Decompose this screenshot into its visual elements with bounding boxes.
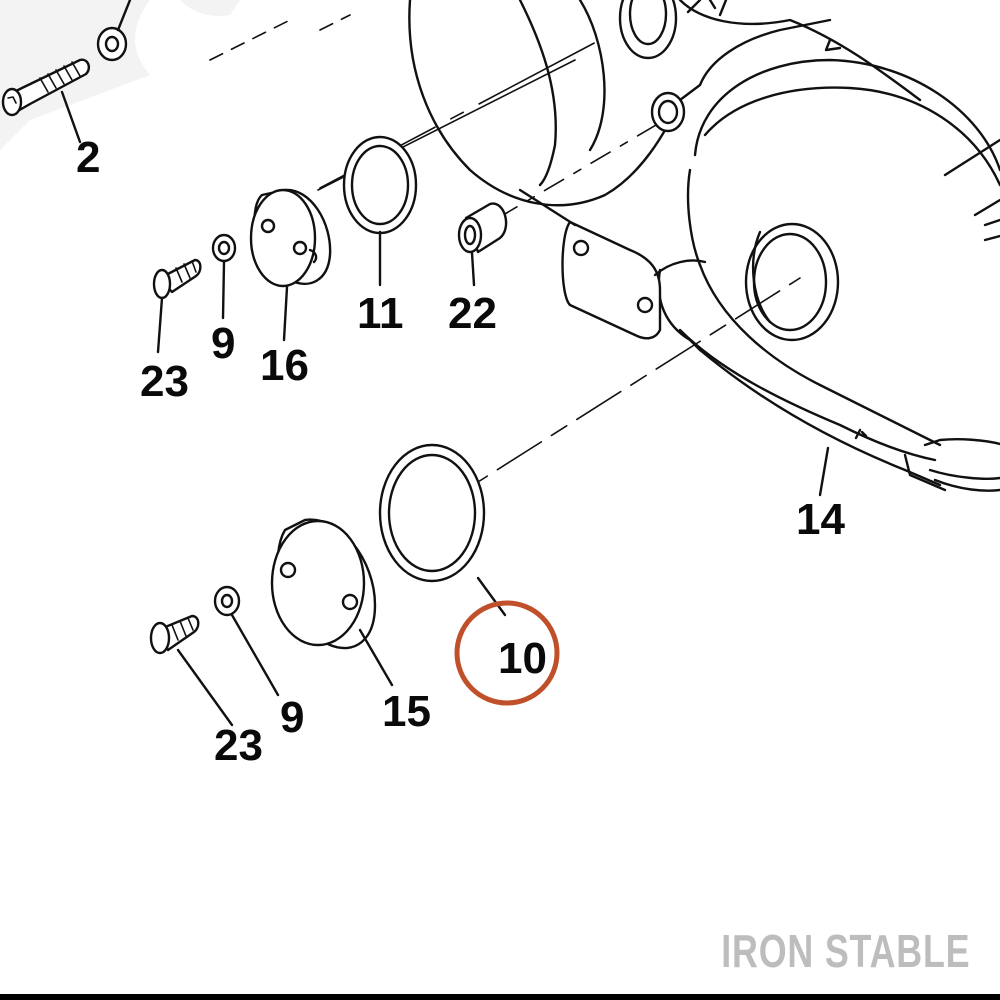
screw-part-23-lower [149,614,234,727]
label-part-16: 16 [260,341,309,390]
label-part-11: 11 [357,289,404,338]
oring-part-10 [378,443,507,617]
cap-part-16 [249,188,332,342]
bolt-part-2 [1,58,91,144]
dowel-part-22 [457,202,508,287]
label-part-23-upper: 23 [140,357,189,406]
washer-top-left [96,0,132,62]
cap-part-15 [270,518,394,687]
washer-part-9-lower [213,585,280,697]
label-part-9-upper: 9 [211,319,235,368]
label-part-10: 10 [498,634,547,683]
leader-part-14 [818,446,830,497]
label-part-23-lower: 23 [214,721,263,770]
label-part-9-lower: 9 [280,693,304,742]
label-part-15: 15 [382,687,431,736]
washer-part-9-upper [211,233,237,320]
label-part-14: 14 [796,495,845,544]
label-part-2: 2 [76,133,100,182]
washer-on-cover [650,91,686,133]
watermark-text: IRON STABLE [720,925,970,977]
oring-part-11 [342,135,418,287]
label-part-22: 22 [448,289,497,338]
reference-numbers: 2 23 9 16 11 22 14 10 15 9 23 [76,133,845,770]
highlight-circle [454,600,560,706]
primary-cover-part-14 [408,0,1000,492]
bottom-border [0,994,1000,1000]
screw-part-23-upper [152,258,202,354]
